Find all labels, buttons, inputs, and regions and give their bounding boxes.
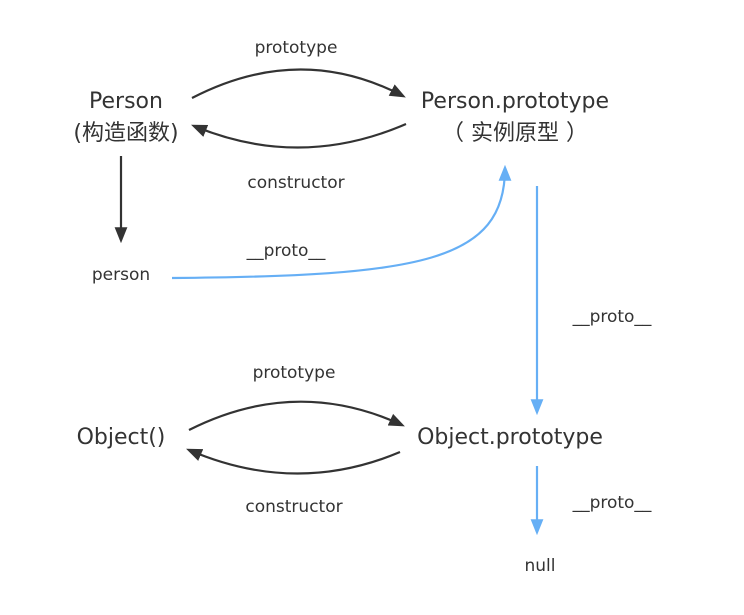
prototype-arrow-bottom — [188, 400, 405, 431]
constructor-arrow-bottom — [186, 448, 401, 475]
person-constructor-label: Person — [89, 89, 163, 114]
object-prototype-label: Object.prototype — [417, 425, 603, 450]
null-label: null — [525, 556, 556, 576]
proto-label-person-prototype: __proto__ — [572, 307, 652, 327]
prototype-arrow-top — [191, 68, 406, 99]
constructor-label-top: constructor — [247, 173, 344, 193]
person-constructor-sublabel: (构造函数) — [73, 121, 178, 146]
prototype-label-bottom: prototype — [253, 363, 336, 383]
proto-arrow-person — [171, 164, 512, 280]
proto-label-person: __proto__ — [246, 241, 326, 261]
person-prototype-sublabel: （ 实例原型 ） — [442, 121, 588, 146]
constructor-label-bottom: constructor — [245, 497, 342, 517]
person-prototype-label: Person.prototype — [421, 89, 609, 114]
object-constructor-label: Object() — [77, 425, 166, 450]
constructor-arrow-top — [191, 122, 407, 149]
prototype-label-top: prototype — [255, 38, 338, 58]
proto-label-object-prototype: __proto__ — [572, 493, 652, 513]
person-instance-label: person — [92, 265, 150, 285]
